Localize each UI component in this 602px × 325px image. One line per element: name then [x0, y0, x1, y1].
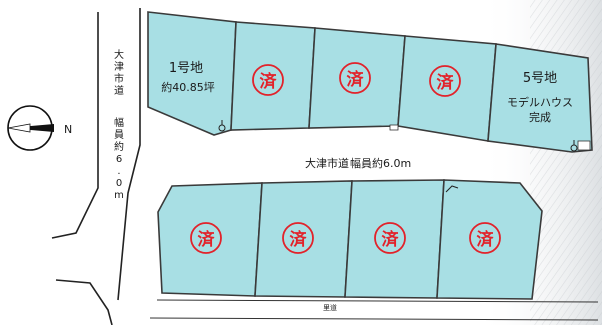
lower-block — [157, 179, 543, 300]
south-road-edges — [149, 299, 599, 321]
road-name-south: 里道 — [323, 303, 337, 312]
road-name-west: 大津市道 — [114, 48, 124, 97]
sold-stamp-text: 済 — [290, 229, 308, 250]
lot-5-note: モデルハウス — [507, 95, 573, 109]
lot-5-note-2: 完成 — [529, 110, 551, 124]
lot-9[interactable] — [436, 179, 543, 300]
sold-stamp-text: 済 — [347, 69, 365, 90]
sold-stamp-text: 済 — [382, 229, 400, 250]
sold-stamp: 済 — [282, 222, 314, 254]
lot-1-number: 1号地 — [169, 61, 203, 76]
sold-stamp: 済 — [339, 62, 371, 94]
sold-stamp-text: 済 — [198, 229, 216, 250]
lot-6[interactable] — [157, 182, 263, 297]
sold-stamp-icons: 済 済 済 済 済 済 済 — [190, 62, 501, 254]
sold-stamp-text: 済 — [260, 71, 278, 92]
sold-stamp: 済 — [190, 222, 222, 254]
sold-stamp-text: 済 — [477, 229, 495, 250]
north-arrow-icon — [7, 105, 54, 151]
lot-5-number: 5号地 — [523, 71, 557, 86]
road-name-middle: 大津市道 — [305, 156, 349, 170]
lot-1[interactable] — [147, 11, 237, 136]
sold-stamp: 済 — [469, 222, 501, 254]
lot-1-area: 約40.85坪 — [161, 80, 215, 94]
west-road-edges — [51, 8, 141, 325]
sold-stamp: 済 — [429, 65, 461, 97]
utility-icon — [218, 120, 578, 193]
road-width-middle: 幅員約6.0m — [350, 156, 411, 170]
sold-stamp-text: 済 — [437, 72, 455, 93]
upper-block — [147, 11, 593, 153]
compass-letter: N — [64, 123, 72, 136]
sold-stamp: 済 — [374, 222, 406, 254]
lot-5[interactable] — [487, 43, 593, 153]
sold-stamp: 済 — [252, 64, 284, 96]
